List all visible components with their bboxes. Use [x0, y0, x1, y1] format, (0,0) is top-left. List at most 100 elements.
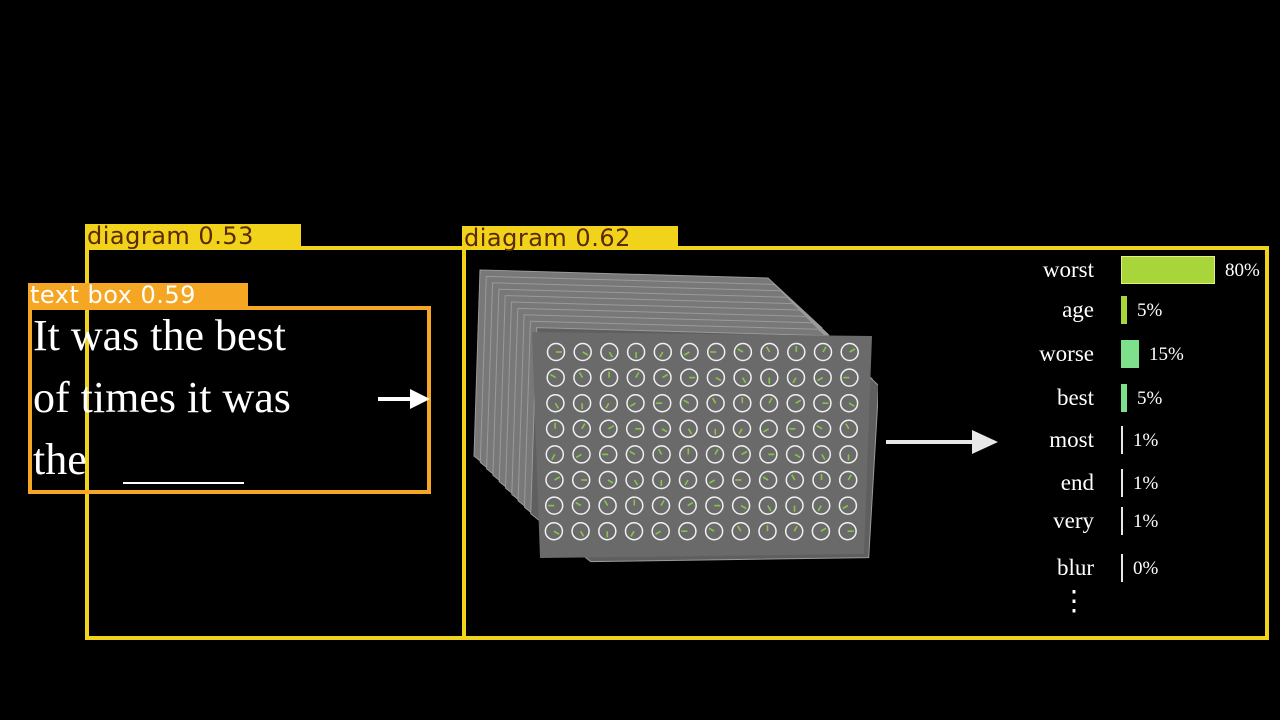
- neuron-dial: [546, 368, 565, 387]
- neuron-dial: [840, 368, 859, 387]
- neuron-dial: [598, 470, 618, 490]
- ellipsis: ⋮: [1060, 586, 1088, 617]
- neuron-dial: [625, 496, 644, 515]
- neuron-dial: [626, 393, 645, 413]
- neuron-dial: [732, 419, 752, 439]
- neuron-dial: [839, 445, 858, 464]
- neuron-dial: [651, 521, 670, 541]
- neuron-dial: [573, 368, 592, 387]
- neuron-dial: [704, 521, 724, 541]
- neuron-dial: [545, 445, 565, 464]
- neuron-dial: [787, 342, 806, 362]
- arrow-right-icon: [886, 430, 998, 454]
- neuron-dial: [785, 496, 804, 515]
- neuron-dial: [840, 342, 859, 362]
- neuron-dial: [652, 445, 671, 464]
- neuron-dial: [759, 445, 778, 464]
- neuron-dial: [731, 496, 751, 515]
- input-sentence: It was the best of times it was the: [33, 305, 393, 491]
- neuron-dial: [651, 496, 671, 515]
- neuron-dial: [706, 419, 725, 439]
- sentence-line-2: of times it was: [33, 373, 291, 422]
- neuron-dial: [732, 445, 751, 464]
- neuron-dial: [546, 393, 565, 413]
- neuron-dial: [786, 393, 805, 413]
- neuron-dial: [733, 393, 752, 413]
- neuron-dial: [545, 470, 564, 490]
- neuron-dial: [678, 496, 697, 515]
- neuron-dial: [839, 393, 859, 413]
- detection-label-text-box: text box 0.59: [28, 283, 248, 307]
- neuron-dial: [838, 496, 858, 515]
- neuron-dial: [572, 445, 591, 464]
- neuron-dial: [705, 445, 725, 464]
- neuron-dial: [812, 470, 831, 490]
- detection-box-text: [28, 306, 431, 494]
- neuron-dial: [811, 521, 831, 541]
- neuron-dial: [599, 393, 619, 413]
- neuron-dial: [626, 342, 646, 362]
- neuron-dial: [706, 368, 726, 387]
- arrow-right-icon: [378, 389, 430, 409]
- neuron-dial: [813, 342, 833, 362]
- detection-box-diagram-2: [462, 246, 1269, 640]
- neuron-dial: [706, 393, 725, 413]
- neuron-dial: [573, 342, 592, 362]
- neuron-dial: [625, 470, 644, 490]
- neuron-dial: [571, 496, 591, 515]
- neuron-dial: [839, 419, 859, 439]
- neuron-dial: [546, 342, 566, 362]
- neuron-dial: [784, 521, 804, 541]
- neuron-dial: [679, 445, 698, 464]
- neuron-dial: [812, 419, 832, 439]
- neural-network-block: [473, 269, 878, 563]
- neuron-dial: [571, 521, 590, 541]
- neuron-dial: [652, 419, 672, 439]
- neuron-dial: [653, 368, 672, 387]
- neuron-dial: [678, 521, 697, 541]
- neuron-dial: [680, 342, 699, 362]
- neuron-dial: [785, 445, 805, 464]
- neuron-dial: [786, 419, 805, 439]
- neuron-dial: [760, 368, 779, 387]
- neuron-dial: [811, 496, 831, 515]
- neuron-dial: [626, 368, 646, 387]
- neuron-dial: [758, 496, 778, 515]
- neuron-dial: [679, 393, 699, 413]
- neuron-dial: [679, 368, 699, 387]
- neuron-dial: [598, 521, 617, 541]
- neuron-dial: [678, 470, 698, 490]
- neuron-dial: [624, 521, 644, 541]
- blank-underline: [123, 482, 244, 484]
- neuron-dial: [571, 470, 591, 490]
- neuron-dial: [600, 342, 619, 362]
- neuron-dial: [598, 496, 617, 515]
- neuron-dial: [544, 496, 564, 515]
- network-front-face: [532, 332, 872, 558]
- neuron-dial: [652, 393, 672, 413]
- neuron-dial: [544, 521, 564, 541]
- neuron-dial: [599, 368, 619, 387]
- neuron-dial: [760, 342, 779, 362]
- neuron-dial: [759, 393, 779, 413]
- neuron-dial: [758, 470, 778, 490]
- detection-label-diagram-2: diagram 0.62: [462, 226, 678, 250]
- neuron-dial: [625, 419, 645, 439]
- neuron-dial: [812, 445, 832, 464]
- neuron-dial: [759, 419, 778, 439]
- neuron-dial: [599, 419, 618, 439]
- neuron-dial: [705, 496, 724, 515]
- neuron-dial: [731, 521, 751, 541]
- neuron-dial: [625, 445, 645, 464]
- neuron-dial: [545, 419, 565, 439]
- neuron-dial: [786, 368, 806, 387]
- neuron-dial: [572, 393, 592, 413]
- neuron-dial: [732, 470, 751, 490]
- neuron-dial: [598, 445, 618, 464]
- neuron-dial: [758, 521, 777, 541]
- detection-label-diagram-1: diagram 0.53: [85, 224, 301, 248]
- neuron-dial: [705, 470, 724, 490]
- neuron-dial: [572, 419, 592, 439]
- neuron-dial: [653, 342, 673, 362]
- neuron-dial: [733, 368, 752, 387]
